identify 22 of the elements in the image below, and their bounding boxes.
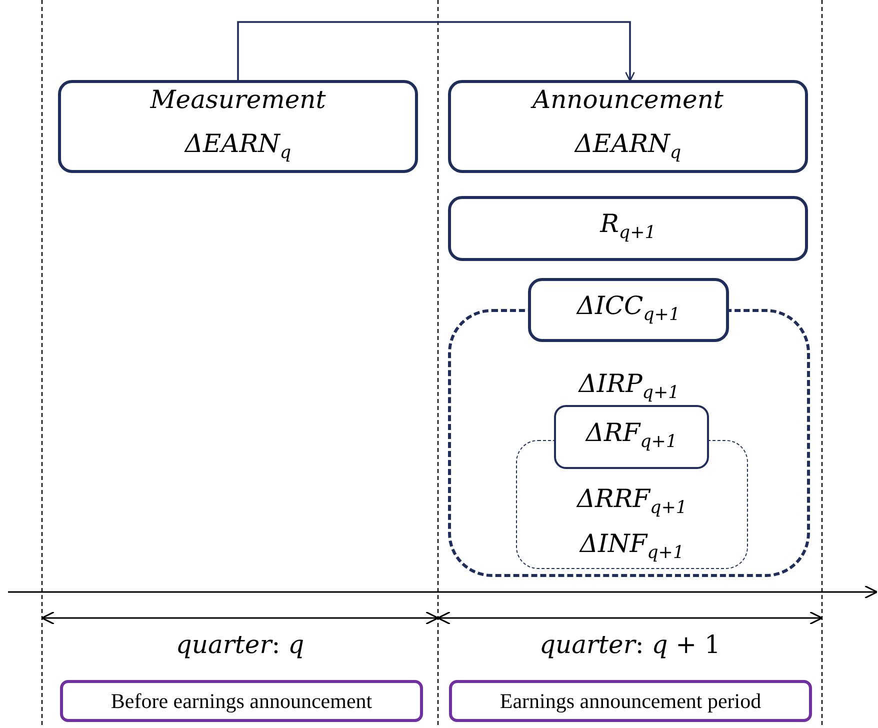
box-heading: Announcement [532,84,724,116]
period-label: Before earnings announcement [110,688,372,714]
box-heading: Measurement [150,84,326,116]
math-symbol: ΔEARN$_{q}$ [574,128,682,165]
math-symbol: R$_{q+1}$ [600,208,656,245]
process-box [448,196,808,261]
process-box [58,80,418,173]
math-symbol: ΔEARN$_{q}$ [184,128,292,165]
period-box [60,680,423,722]
period-label: Earnings announcement period [500,688,762,714]
process-box [528,278,729,342]
math-symbol: ΔICC$_{q+1}$ [576,290,680,326]
math-symbol: ΔINF$_{q+1}$ [580,528,684,565]
period-heading: quarter: q + 1 [540,630,720,659]
period-box [449,680,812,722]
math-symbol: ΔRF$_{q+1}$ [586,416,678,454]
connector-arrow [237,21,636,82]
math-symbol: ΔRRF$_{q+1}$ [576,483,688,520]
process-box [554,405,709,469]
process-box [448,80,808,173]
math-symbol: ΔIRP$_{q+1}$ [578,368,680,405]
period-heading: quarter: q [176,630,304,659]
